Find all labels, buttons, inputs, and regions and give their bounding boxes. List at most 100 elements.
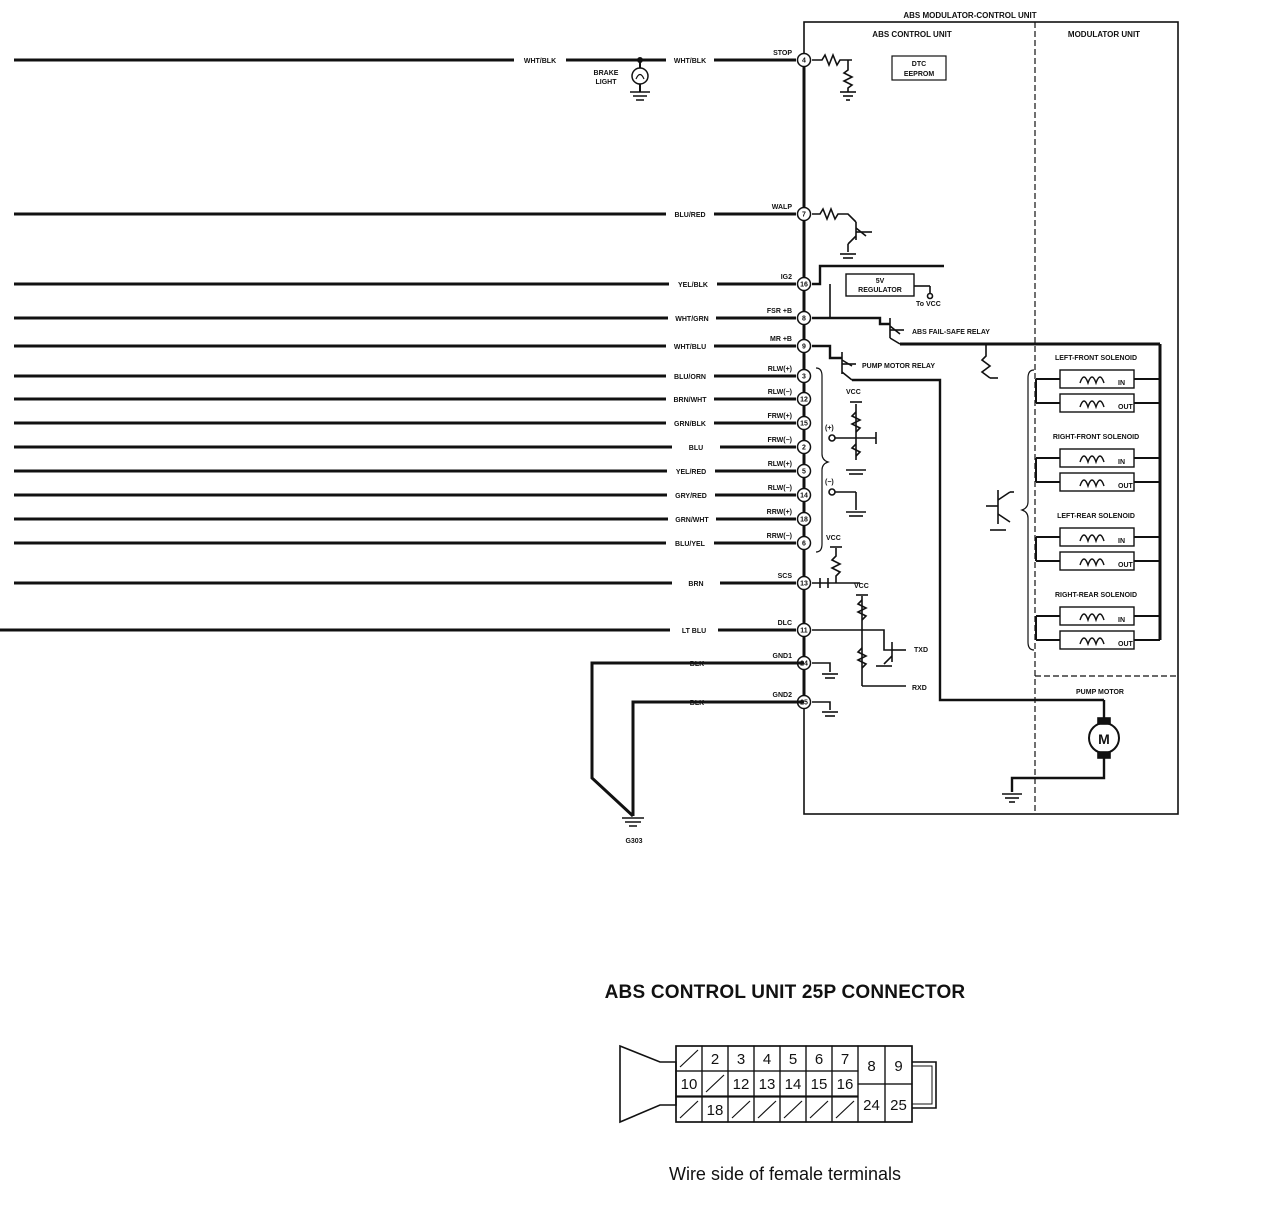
connector-cell: 15 <box>805 1070 833 1097</box>
empty-cavity-slash <box>783 1100 803 1119</box>
terminal-name: SCS <box>778 573 793 580</box>
svg-text:REGULATOR: REGULATOR <box>858 287 902 294</box>
wire-color-label: BRN <box>688 581 703 588</box>
ground-label: G303 <box>625 838 642 845</box>
solenoid-title: LEFT-REAR SOLENOID <box>1057 513 1135 520</box>
wire-color-label: WHT/BLU <box>674 344 706 351</box>
terminal-name: DLC <box>778 620 792 627</box>
terminal-name: RLW(+) <box>768 461 792 468</box>
terminal-number: 10 <box>681 1076 698 1093</box>
terminal-number: 7 <box>841 1051 849 1068</box>
wire-color-label: LT BLU <box>682 628 706 635</box>
coil-icon <box>1079 479 1105 489</box>
connector-cell: 13 <box>753 1070 781 1097</box>
plus-label: (+) <box>825 425 834 432</box>
svg-text:EEPROM: EEPROM <box>904 71 935 78</box>
solenoid-title: LEFT-FRONT SOLENOID <box>1055 355 1137 362</box>
pin-circle <box>796 439 812 455</box>
pin-circle <box>796 52 812 68</box>
wire-color-label: YEL/BLK <box>678 282 708 289</box>
connector-cell <box>805 1096 833 1123</box>
connector-cell: 25 <box>884 1083 913 1123</box>
pin-circle <box>796 535 812 551</box>
vcc-label-scs: VCC <box>826 535 841 542</box>
terminal-name: MR +B <box>770 336 792 343</box>
connector-cell <box>779 1096 807 1123</box>
terminal-name: RLW(−) <box>768 389 792 396</box>
terminal-number: 24 <box>863 1097 880 1114</box>
pin-number: 15 <box>800 421 808 428</box>
pin-number: 2 <box>802 445 806 452</box>
coil-icon <box>1079 558 1105 568</box>
terminal-number: 6 <box>815 1051 823 1068</box>
wire-color-label: BLU/RED <box>674 212 705 219</box>
connector-cell: 3 <box>727 1045 755 1072</box>
pin-circle <box>796 338 812 354</box>
terminal-number: 5 <box>789 1051 797 1068</box>
connector-cell: 12 <box>727 1070 755 1097</box>
connector-cell: 14 <box>779 1070 807 1097</box>
coil-icon <box>1079 637 1105 647</box>
terminal-number: 9 <box>894 1058 902 1075</box>
pin-circle <box>796 487 812 503</box>
terminal-number: 16 <box>837 1076 854 1093</box>
wire-color-label: BLU/ORN <box>674 374 706 381</box>
terminal-name: GND1 <box>773 653 793 660</box>
connector-cell <box>675 1096 703 1123</box>
ground-g303 <box>590 661 804 827</box>
empty-cavity-slash <box>705 1074 725 1093</box>
connector-title: ABS CONTROL UNIT 25P CONNECTOR <box>604 982 966 1003</box>
svg-text:DTC: DTC <box>912 61 926 68</box>
connector-cell: 10 <box>675 1070 703 1097</box>
pin-number: 11 <box>800 628 808 635</box>
terminal-name: STOP <box>773 50 792 57</box>
terminal-name: FSR +B <box>767 308 792 315</box>
terminal-name: RLW(−) <box>768 485 792 492</box>
coil-icon <box>1079 400 1105 410</box>
connector-cell <box>753 1096 781 1123</box>
vcc-label-dlc: VCC <box>854 583 869 590</box>
pin-number: 8 <box>802 316 806 323</box>
connector-cell: 9 <box>884 1045 913 1085</box>
pin-circle <box>796 206 812 222</box>
solenoid-out-label: OUT <box>1118 562 1134 569</box>
pin-circle <box>796 463 812 479</box>
terminal-number: 8 <box>867 1058 875 1075</box>
regulator-label: 5V REGULATOR <box>858 278 902 294</box>
wire-pin-2: BLU FRW(−) 2 <box>14 437 812 455</box>
terminal-name: RRW(+) <box>767 509 792 516</box>
dtc-eeprom-block: DTC EEPROM <box>891 55 947 81</box>
minus-label: (−) <box>825 479 834 486</box>
solenoid-2: LEFT-REAR SOLENOID IN OUT <box>1035 513 1160 571</box>
terminal-name: RRW(−) <box>767 533 792 540</box>
connector-cell: 8 <box>857 1045 886 1085</box>
terminal-number: 15 <box>811 1076 828 1093</box>
solenoid-out-label: OUT <box>1118 483 1134 490</box>
solenoid-in-label: IN <box>1118 538 1125 545</box>
modulator-unit-title: MODULATOR UNIT <box>1068 30 1140 39</box>
pin-circle <box>796 391 812 407</box>
brake-light-label-2: LIGHT <box>596 79 618 86</box>
wire-color-label: BLU <box>689 445 703 452</box>
pump-motor-label: PUMP MOTOR <box>1076 689 1124 696</box>
brake-light-label-1: BRAKE <box>594 70 619 77</box>
rxd-label: RXD <box>912 685 927 692</box>
terminal-name: FRW(−) <box>767 437 792 444</box>
solenoid-out-label: OUT <box>1118 404 1134 411</box>
pin-number: 18 <box>800 517 808 524</box>
terminal-name: IG2 <box>781 274 792 281</box>
terminal-number: 4 <box>763 1051 771 1068</box>
connector-cell <box>675 1045 703 1072</box>
